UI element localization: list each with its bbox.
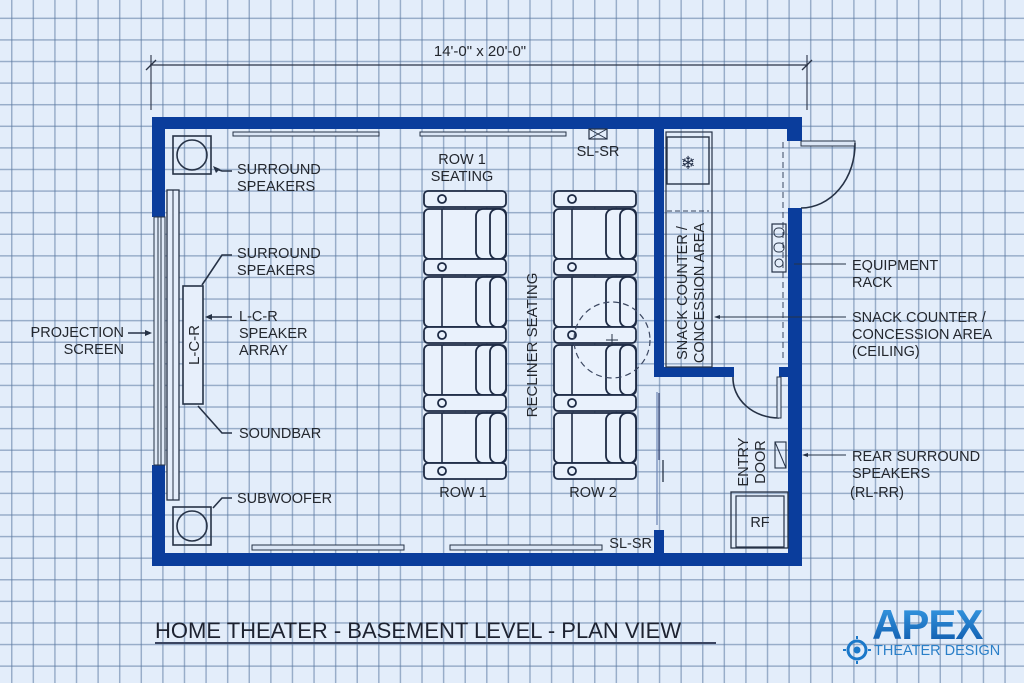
snowflake-icon: ❄ [680, 153, 695, 174]
label-surround-top-2: SPEAKERS [237, 179, 315, 195]
label-surround-top-1: SURROUND [237, 162, 321, 178]
leader-line [197, 405, 232, 434]
label-row1: ROW 1 [439, 485, 487, 501]
label-entry-1: ENTRY [736, 437, 752, 486]
label-snack-vert-1: SNACK COUNTER / [675, 225, 691, 360]
label-snack-vert-2: CONCESSION AREA [692, 223, 708, 364]
label-surround-mid-2: SPEAKERS [237, 263, 315, 279]
label-recliner-seating: RECLINER SEATING [524, 273, 541, 418]
dimension-label: 14'-0" x 20'-0" [434, 43, 526, 60]
overhead-fixture [573, 301, 651, 379]
label-sl-sr-top: SL-SR [577, 144, 620, 160]
label-projection-2: SCREEN [64, 342, 124, 358]
label-equipment-1: EQUIPMENT [852, 258, 938, 274]
seating-row-2[interactable] [553, 190, 637, 480]
label-sl-sr-bottom: SL-SR [609, 536, 652, 552]
exterior-door [782, 140, 856, 360]
label-row1-seating-2: SEATING [431, 169, 494, 185]
page-title: HOME THEATER - BASEMENT LEVEL - PLAN VIE… [155, 618, 681, 643]
label-lcr-1: L-C-R [239, 309, 278, 325]
snack-counter[interactable]: ❄ SNACK COUNTER / CONCESSION AREA [665, 131, 713, 368]
label-soundbar: SOUNDBAR [239, 426, 321, 442]
dimension-line: 14'-0" x 20'-0" [145, 43, 813, 110]
equipment-rack[interactable] [771, 223, 787, 273]
rf-label: RF [750, 515, 769, 531]
label-subwoofer: SUBWOOFER [237, 491, 332, 507]
label-snack-3: (CEILING) [852, 344, 920, 360]
label-rear-3: (RL-RR) [850, 485, 904, 501]
logo-tagline: THEATER DESIGN [874, 643, 1000, 659]
label-snack-2: CONCESSION AREA [852, 327, 993, 343]
logo: APEX THEATER DESIGN [843, 601, 1000, 664]
sl-sr-speaker-top[interactable] [588, 128, 608, 140]
label-row1-seating-1: ROW 1 [438, 152, 486, 168]
refrigerator[interactable]: RF [730, 491, 789, 549]
label-entry-2: DOOR [753, 440, 769, 484]
label-snack-1: SNACK COUNTER / [852, 310, 987, 326]
label-surround-mid-1: SURROUND [237, 246, 321, 262]
label-row2: ROW 2 [569, 485, 617, 501]
sliding-door[interactable] [656, 392, 664, 525]
projection-screen[interactable] [153, 189, 180, 501]
entry-door[interactable] [732, 376, 782, 419]
aperture-icon [843, 636, 871, 664]
walls [152, 117, 802, 566]
acoustic-panels [232, 131, 603, 551]
leader-line [201, 254, 232, 286]
label-lcr-2: SPEAKER [239, 326, 308, 342]
label-rear-1: REAR SURROUND [852, 449, 980, 465]
label-equipment-2: RACK [852, 275, 893, 291]
lcr-box-label: L-C-R [186, 325, 203, 365]
label-projection-1: PROJECTION [31, 325, 124, 341]
subwoofer[interactable] [172, 506, 212, 546]
leader-line [212, 497, 232, 509]
rear-surround-speaker[interactable] [774, 441, 787, 469]
label-rear-2: SPEAKERS [852, 466, 930, 482]
surround-speaker-top[interactable] [172, 135, 212, 175]
logo-name: APEX [872, 601, 983, 648]
lcr-speaker-array[interactable]: L-C-R [182, 285, 204, 405]
seating-row-1[interactable] [423, 190, 507, 480]
label-lcr-3: ARRAY [239, 343, 288, 359]
